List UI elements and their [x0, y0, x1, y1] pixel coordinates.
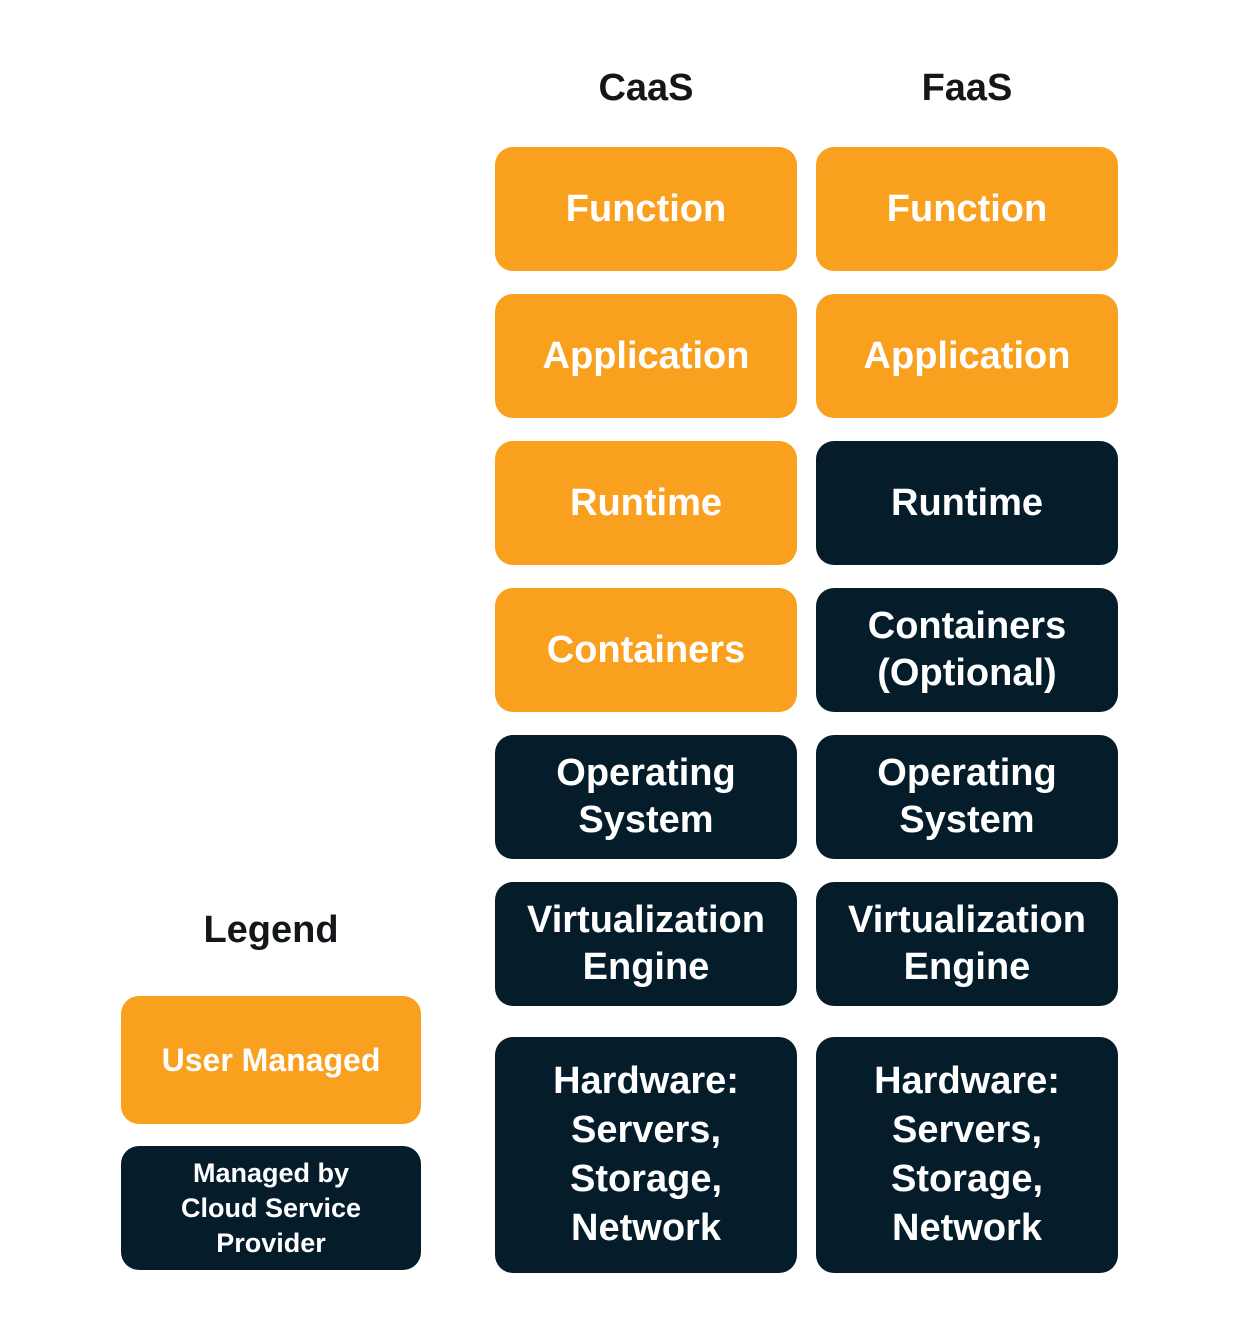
- legend: Legend User Managed Managed by Cloud Ser…: [121, 908, 421, 1270]
- caas-box-hardware: Hardware: Servers, Storage, Network: [495, 1037, 797, 1273]
- faas-box-application: Application: [816, 294, 1118, 418]
- faas-box-operating-system: Operating System: [816, 735, 1118, 859]
- caas-box-application: Application: [495, 294, 797, 418]
- caas-column: CaaS Function Application Runtime Contai…: [495, 66, 797, 1273]
- faas-box-hardware: Hardware: Servers, Storage, Network: [816, 1037, 1118, 1273]
- caas-box-runtime: Runtime: [495, 441, 797, 565]
- faas-box-function: Function: [816, 147, 1118, 271]
- caas-box-containers: Containers: [495, 588, 797, 712]
- faas-box-virtualization-engine: Virtualization Engine: [816, 882, 1118, 1006]
- faas-box-runtime: Runtime: [816, 441, 1118, 565]
- legend-box-provider-managed: Managed by Cloud Service Provider: [121, 1146, 421, 1270]
- faas-box-containers-optional: Containers (Optional): [816, 588, 1118, 712]
- faas-column-title: FaaS: [921, 67, 1013, 109]
- legend-title: Legend: [203, 909, 339, 951]
- faas-column: FaaS Function Application Runtime Contai…: [816, 66, 1118, 1273]
- caas-box-function: Function: [495, 147, 797, 271]
- stack-columns: CaaS Function Application Runtime Contai…: [495, 66, 1118, 1273]
- caas-box-virtualization-engine: Virtualization Engine: [495, 882, 797, 1006]
- legend-box-user-managed: User Managed: [121, 996, 421, 1124]
- caas-column-title: CaaS: [598, 67, 694, 109]
- caas-box-operating-system: Operating System: [495, 735, 797, 859]
